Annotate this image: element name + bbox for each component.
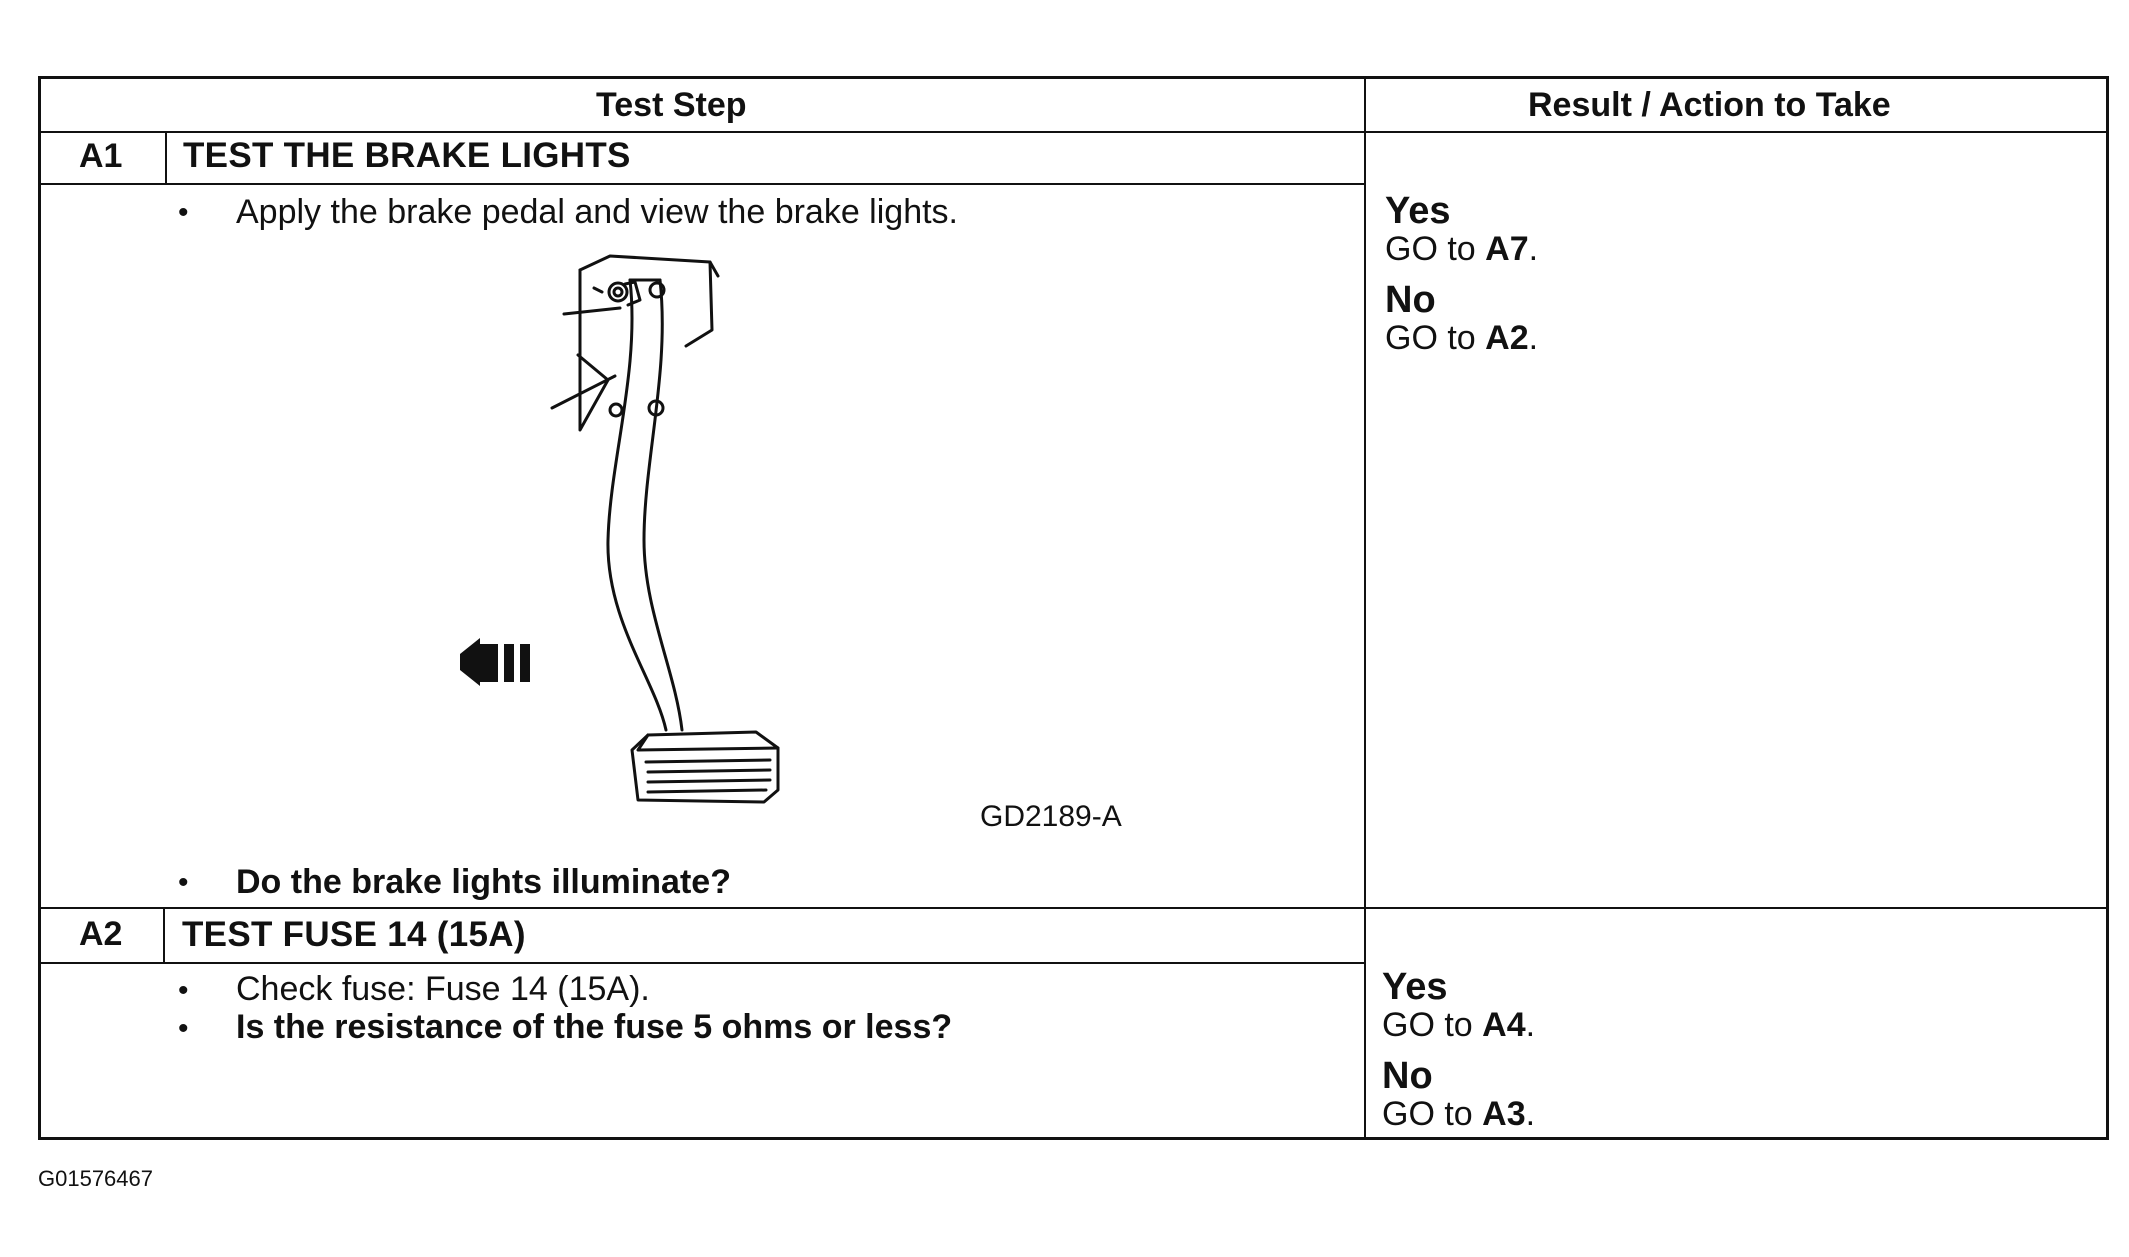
a1-result-yes-label: Yes [1385,190,1451,232]
step-a1-title: TEST THE BRAKE LIGHTS [183,136,631,175]
test-table [38,76,2109,1140]
a1-a2-divider [38,907,2109,909]
a2-bullet-2-marker: • [178,1012,189,1045]
step-a2-id: A2 [79,915,123,953]
a2-yes-target: A4 [1482,1006,1526,1044]
a1-question: Do the brake lights illuminate? [236,863,731,901]
a1-bullet-2-marker: • [178,866,189,899]
a2-bullet-1-marker: • [178,974,189,1007]
column-divider [1364,76,1366,1140]
a1-bullet-1-marker: • [178,196,189,229]
a2-instruction: Check fuse: Fuse 14 (15A). [236,970,650,1008]
a1-instruction: Apply the brake pedal and view the brake… [236,193,959,231]
a1-result-no-label: No [1385,279,1436,321]
step-a1-id: A1 [79,137,123,175]
document-id: G01576467 [38,1166,153,1191]
a1-result-no-action: GO to A2. [1385,319,1539,357]
step-id-divider-a1 [165,131,167,184]
a1-no-target: A2 [1485,319,1529,357]
step-a2-title: TEST FUSE 14 (15A) [182,915,526,954]
header-test-step: Test Step [596,86,747,124]
a2-result-yes-label: Yes [1382,966,1448,1008]
a1-yes-target: A7 [1485,230,1529,268]
a1-result-yes-action: GO to A7. [1385,230,1539,268]
header-divider [38,131,2109,133]
a2-title-divider [38,962,1365,964]
figure-code: GD2189-A [980,800,1122,833]
header-result-action: Result / Action to Take [1528,86,1891,124]
brake-pedal-illustration [460,254,780,804]
step-id-divider-a2 [163,907,165,963]
a2-question: Is the resistance of the fuse 5 ohms or … [236,1008,953,1046]
a2-no-target: A3 [1482,1095,1526,1133]
a1-title-divider [38,183,1365,185]
a2-result-no-action: GO to A3. [1382,1095,1536,1133]
a2-result-no-label: No [1382,1055,1433,1097]
a2-result-yes-action: GO to A4. [1382,1006,1536,1044]
